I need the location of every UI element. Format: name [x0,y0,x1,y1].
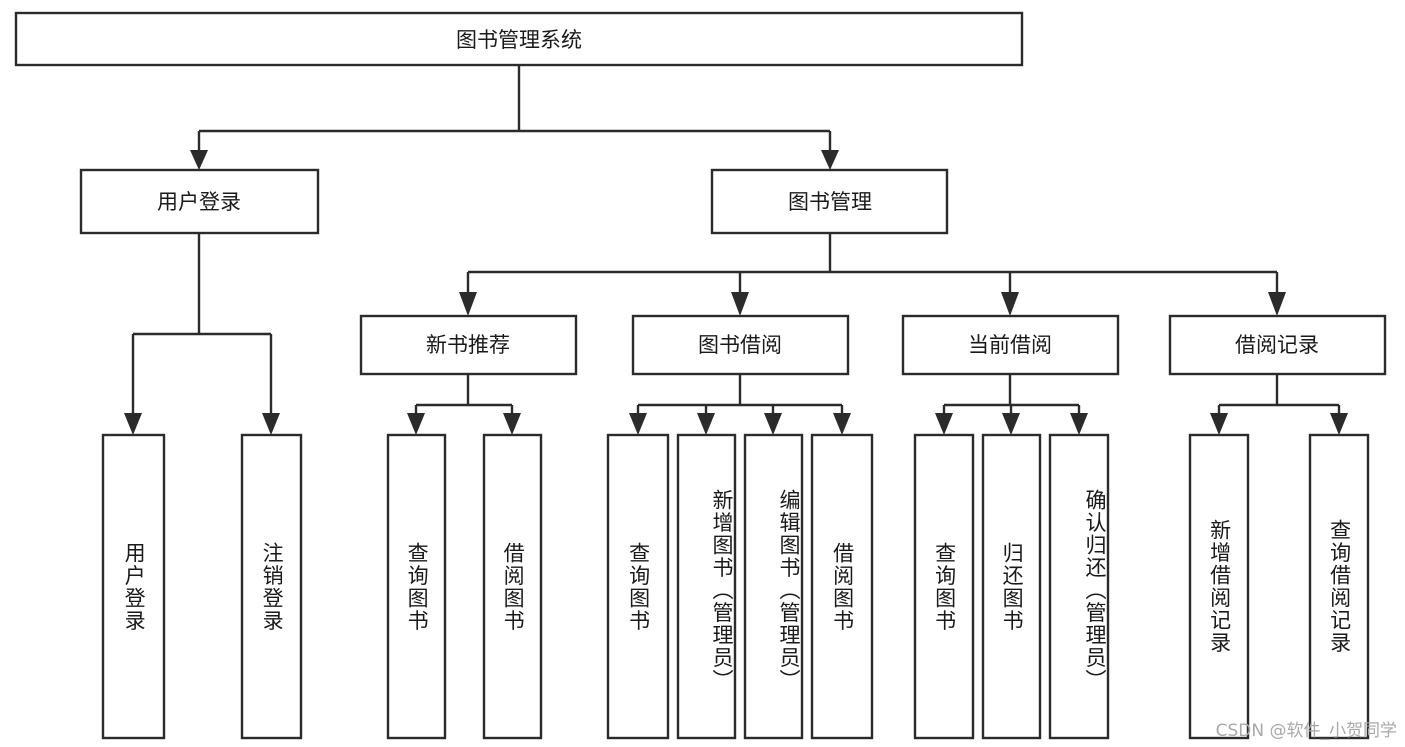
arrow-currentborrow-child-2 [1002,413,1020,435]
leaf-box-cur-return-book[interactable] [981,433,1042,740]
leaf-box-rec-borrow-book[interactable] [482,433,543,740]
arrow-currentborrow-child-1 [935,413,953,435]
arrow-borrowrecord-child-1 [1210,413,1228,435]
leaf-box-rec-query-book[interactable] [386,433,447,740]
csdn-watermark: CSDN @软件_小贺同学 [1215,721,1397,741]
node-book-borrow-box[interactable] [631,314,850,376]
arrow-borrowrecord-child-2 [1330,413,1348,435]
arrow-bookborrow-child-2 [697,413,715,435]
node-borrow-record-label: 借阅记录 [1235,333,1319,357]
arrow-bookborrow-child-4 [833,413,851,435]
arrow-bookmanage-child-3 [1001,292,1019,316]
leaf-box-user-logout[interactable] [240,433,303,740]
leaf-box-bor-query-book[interactable] [606,433,670,740]
leaf-box-rec-add-record[interactable] [1188,433,1250,740]
leaf-box-bor-edit-book[interactable] [743,433,804,740]
node-root-label: 图书管理系统 [456,28,582,52]
arrow-userlogin-child-1 [124,413,142,435]
node-user-login-label: 用户登录 [157,190,241,214]
arrow-newbook-child-2 [503,413,521,435]
leaf-box-bor-add-book[interactable] [676,433,737,740]
node-book-manage-box[interactable] [710,168,949,235]
node-borrow-record-box[interactable] [1168,314,1387,376]
arrow-bookmanage-child-1 [459,292,477,316]
node-box-group [14,11,1387,740]
node-new-book-recommend-box[interactable] [359,314,578,376]
arrow-bookmanage-child-2 [731,292,749,316]
arrow-newbook-child-1 [407,413,425,435]
node-current-borrow-label: 当前借阅 [968,333,1052,357]
leaf-box-rec-query-record[interactable] [1308,433,1370,740]
arrow-bookborrow-child-1 [629,413,647,435]
arrow-userlogin-child-2 [262,413,280,435]
node-root-box[interactable] [14,11,1024,67]
node-book-manage-label: 图书管理 [788,190,872,214]
leaf-box-cur-confirm-return[interactable] [1048,433,1110,740]
arrow-bookmanage-child-4 [1268,292,1286,316]
arrow-bookborrow-child-3 [764,413,782,435]
leaf-box-cur-query-book[interactable] [913,433,975,740]
node-user-login-box[interactable] [79,168,320,235]
connector-group [124,65,1348,435]
node-book-borrow-label: 图书借阅 [698,333,782,357]
node-current-borrow-box[interactable] [901,314,1120,376]
horizontal-label-group: 图书管理系统 用户登录 图书管理 新书推荐 图书借阅 当前借阅 借阅记录 [157,28,1319,357]
leaf-box-bor-borrow-book[interactable] [810,433,874,740]
arrow-root-to-book-manage [821,150,839,170]
leaf-box-user-login[interactable] [101,433,166,740]
arrow-currentborrow-child-3 [1070,413,1088,435]
arrow-root-to-user-login [190,150,208,170]
node-new-book-recommend-label: 新书推荐 [426,333,510,357]
